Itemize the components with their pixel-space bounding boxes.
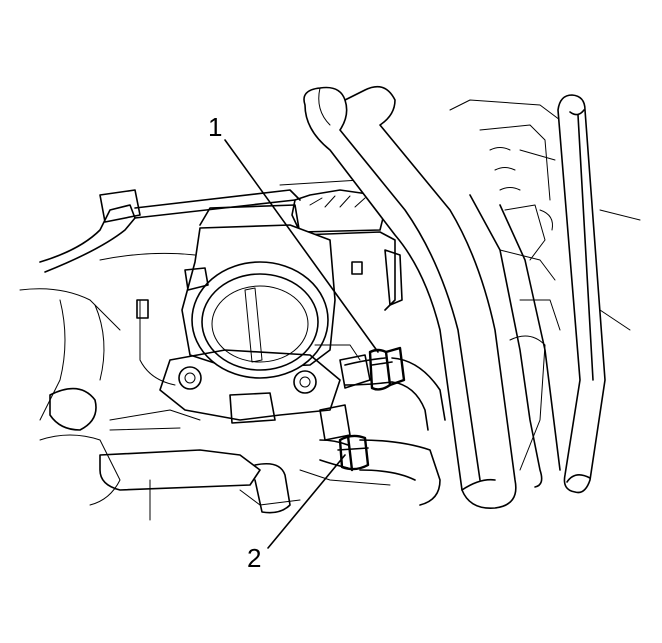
callout-label-1: 1	[208, 112, 223, 142]
large-coolant-hose	[303, 85, 517, 509]
upper-hose	[344, 357, 446, 431]
engine-background-left	[19, 288, 301, 521]
lower-hose	[299, 439, 441, 506]
center-right-hose	[469, 194, 561, 488]
leader-lines	[224, 139, 379, 549]
throttle-body	[159, 224, 371, 441]
callout-label-2: 2	[247, 543, 262, 573]
hose-clamp-1	[368, 346, 406, 391]
right-tube	[557, 94, 606, 494]
engine-background-right	[449, 99, 641, 471]
hose-clamp-2	[337, 434, 370, 472]
